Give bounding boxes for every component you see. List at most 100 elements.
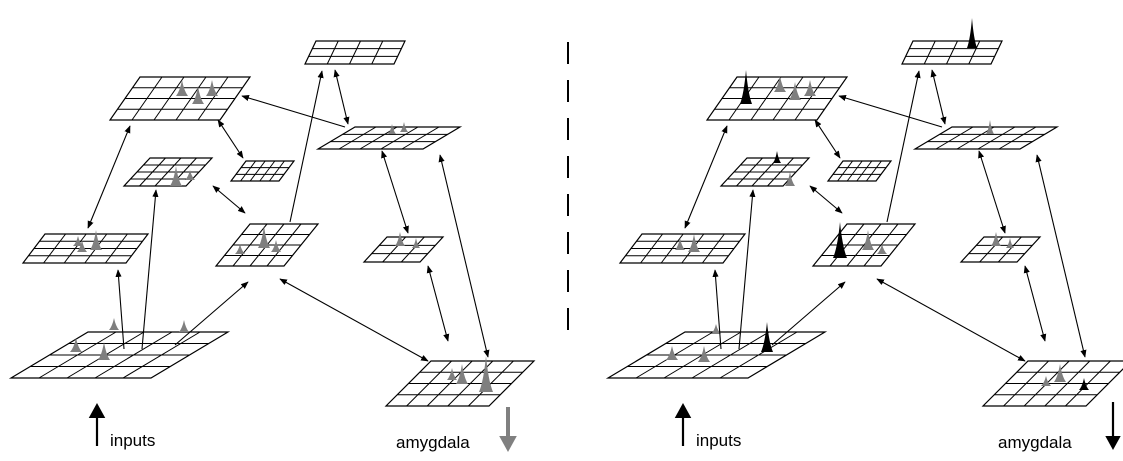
p1-arrow-input-smallL [738, 189, 756, 350]
p1-peak-gray-1 [789, 82, 801, 100]
right-amygdala-label: amygdala [998, 433, 1072, 452]
p0-arrow-centre-amyg [279, 278, 429, 362]
p0-grid-tiny [229, 160, 296, 182]
p1-peak-gray-14 [1054, 364, 1066, 382]
left-amygdala-label: amygdala [396, 433, 470, 452]
p0-peak-13 [395, 232, 405, 246]
p1-peak-gray-0 [774, 76, 786, 92]
connection-layer [87, 69, 1087, 362]
p1-arrow-upperL-tiny [814, 119, 841, 159]
p0-peak-20 [479, 356, 493, 392]
p0-arrow-top-mid [333, 69, 350, 125]
p1-peak-gray-2 [804, 80, 816, 96]
p1-grid-smallL [719, 157, 811, 187]
p1-grid-amyg [981, 360, 1123, 407]
p1-peak-gray-9 [991, 232, 1001, 246]
p0-peak-7 [73, 236, 83, 246]
p1-peak-black-0 [967, 18, 977, 48]
p0-peak-17 [179, 320, 189, 332]
p0-grid-left [21, 233, 150, 264]
p0-peak-19 [456, 364, 468, 384]
p0-arrow-centre-top [289, 70, 324, 223]
p1-peak-gray-6 [862, 230, 874, 250]
p0-peak-1 [192, 86, 204, 104]
p0-arrow-upperL-left [87, 125, 131, 229]
p0-input-arrow [88, 403, 106, 446]
p1-output-arrow [1105, 402, 1121, 450]
p1-peak-black-4 [761, 322, 773, 352]
p0-arrow-input-smallL [141, 189, 159, 350]
p0-peak-8 [258, 226, 270, 248]
p0-arrow-mid-rightSm [381, 150, 409, 234]
p1-grid-centre [811, 223, 917, 267]
p1-grid-tiny [826, 160, 893, 182]
peak-layer [70, 18, 1089, 392]
p1-grid-mid [912, 126, 1060, 150]
p0-grid-input [8, 331, 231, 379]
p0-peak-6 [90, 230, 102, 250]
p1-grid-rightSm [959, 236, 1042, 263]
p0-peak-0 [176, 80, 188, 96]
p0-peak-10 [235, 244, 245, 254]
p0-arrow-input-left [115, 269, 125, 350]
p1-peak-gray-10 [1006, 238, 1014, 248]
p0-peak-21 [447, 368, 457, 380]
p1-peak-gray-3 [785, 172, 795, 186]
p0-grid-mid [315, 126, 463, 150]
p0-arrow-smallL-centre [212, 185, 246, 214]
p1-grid-upperL [705, 76, 849, 121]
p0-output-arrow [499, 407, 517, 452]
p1-peak-gray-4 [675, 238, 685, 250]
p1-peak-gray-8 [986, 120, 994, 134]
p1-peak-gray-7 [877, 244, 887, 254]
io-arrow-layer [88, 402, 1121, 452]
left-inputs-label: inputs [110, 431, 156, 450]
p0-arrow-upperL-tiny [217, 119, 244, 159]
p1-arrow-mid-amyg [1035, 154, 1087, 358]
p1-arrow-mid-rightSm [978, 150, 1006, 234]
p1-arrow-smallL-centre [809, 185, 843, 214]
p1-peak-gray-5 [688, 234, 700, 252]
p1-peak-gray-11 [666, 346, 678, 360]
p1-arrow-mid-upperL [838, 95, 943, 128]
p0-peak-14 [412, 238, 420, 248]
p0-peak-2 [206, 80, 218, 96]
p1-arrow-top-mid [930, 69, 947, 125]
p0-peak-18 [109, 318, 119, 330]
p1-arrow-input-left [712, 269, 722, 350]
p0-grid-top [304, 40, 406, 65]
p1-peak-black-5 [1079, 378, 1089, 390]
p0-peak-4 [185, 170, 195, 180]
p1-peak-gray-12 [698, 346, 710, 362]
right-inputs-label: inputs [696, 431, 742, 450]
p0-peak-11 [388, 124, 396, 134]
p0-peak-15 [70, 338, 82, 352]
p0-grid-smallL [122, 157, 214, 187]
p1-peak-gray-13 [711, 324, 721, 334]
p1-arrow-rightSm-amyg [1023, 265, 1047, 342]
grid-layer [8, 40, 1123, 407]
p1-arrow-input-centre [771, 281, 846, 346]
p1-peak-black-3 [833, 222, 847, 258]
p1-arrow-centre-top [886, 70, 921, 223]
p0-arrow-input-centre [174, 281, 249, 346]
p0-grid-rightSm [362, 236, 445, 263]
p0-peak-12 [400, 122, 408, 132]
p0-arrow-rightSm-amyg [426, 265, 450, 342]
p0-arrow-mid-amyg [438, 154, 490, 358]
p0-grid-upperL [108, 76, 252, 121]
p1-peak-black-2 [773, 151, 781, 163]
p0-peak-3 [170, 166, 182, 186]
p0-peak-16 [98, 342, 110, 360]
p1-input-arrow [674, 403, 692, 446]
p1-arrow-centre-amyg [876, 278, 1026, 362]
p0-arrow-mid-upperL [241, 95, 346, 128]
p1-grid-input [605, 331, 828, 379]
p1-arrow-upperL-left [684, 125, 728, 229]
p1-grid-top [901, 40, 1003, 65]
p1-peak-black-1 [740, 70, 752, 104]
p0-peak-9 [271, 240, 281, 252]
p1-peak-gray-15 [1041, 376, 1051, 386]
